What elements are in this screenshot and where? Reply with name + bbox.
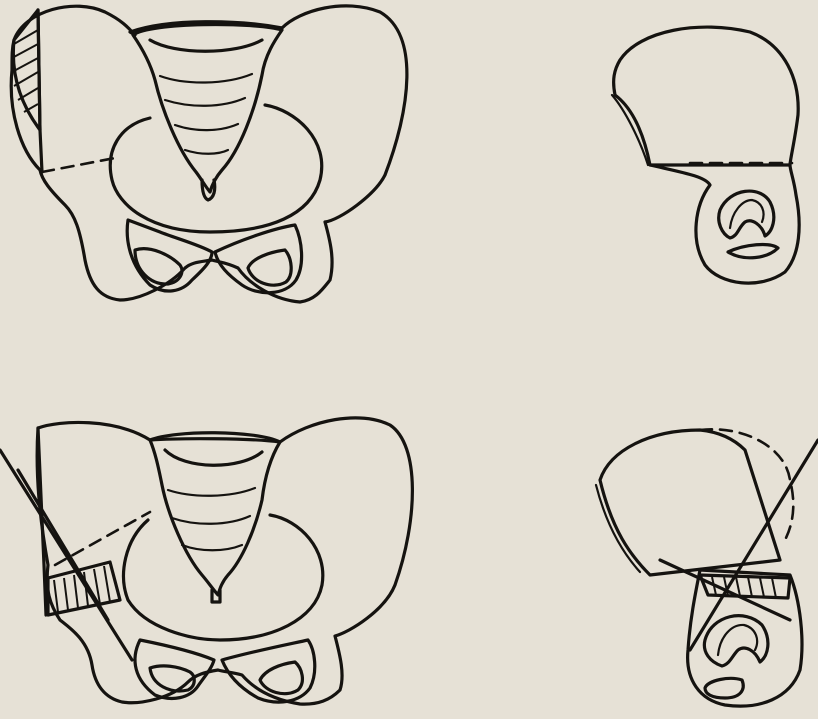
obturator-left-bottom [150, 666, 194, 691]
sacral-ridge-1 [160, 74, 252, 83]
obturator-lateral-bottom [705, 678, 743, 698]
acetabular-segment [650, 165, 799, 283]
obturator-lateral [728, 245, 778, 258]
crossing-cut-line-2 [660, 560, 790, 620]
obturator-right [248, 250, 291, 285]
hatched-graft-region [12, 10, 40, 130]
sacral-ridge-b1 [168, 488, 255, 496]
sacrum-top-bottom [165, 450, 262, 465]
oblique-cut-line-1 [0, 450, 132, 660]
ilium-anterior-edge [612, 95, 648, 165]
oblique-cut-line-2 [18, 470, 108, 620]
hatched-wedge-bottom [48, 562, 120, 615]
sacral-ridge-2 [165, 98, 245, 106]
sacral-ridge-b2 [172, 516, 250, 524]
panel-bottom-right-hemipelvis [596, 429, 818, 706]
sacrum-top [150, 40, 262, 51]
obturator-right-bottom [260, 662, 302, 694]
pelvic-inlet-bottom [124, 515, 323, 640]
pelvis-outline-bottom [37, 418, 412, 704]
panel-top-right-hemipelvis [612, 27, 799, 283]
sacral-ridge-3 [175, 124, 238, 130]
panel-bottom-left-pelvis [0, 418, 412, 704]
acetabulum [719, 191, 774, 238]
sacral-ridge-b3 [182, 545, 242, 550]
sacrum [133, 25, 282, 192]
hatched-wedge-lateral [700, 575, 790, 598]
sacrum-bottom [150, 433, 280, 595]
dashed-original-contour [700, 429, 793, 540]
acetabulum-bottom [704, 616, 768, 666]
ilium-wing-bottom [600, 430, 780, 575]
panel-top-left-pelvis [11, 6, 407, 302]
dashed-osteotomy-line [42, 158, 115, 172]
pelvic-inlet [110, 105, 321, 232]
cut-line-vertical [38, 10, 42, 172]
sacral-ridge-4 [185, 150, 228, 154]
